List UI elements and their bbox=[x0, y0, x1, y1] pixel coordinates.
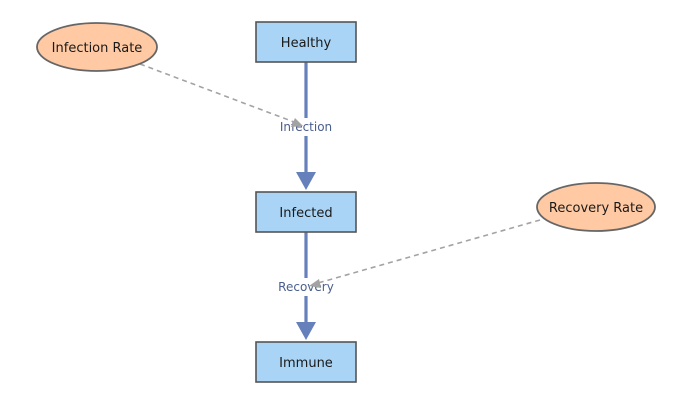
link-infection-rate-line bbox=[139, 63, 295, 123]
parameter-infection-rate-ellipse bbox=[36, 22, 158, 72]
stock-infected-box bbox=[255, 191, 357, 233]
stock-healthy[interactable]: Healthy bbox=[255, 21, 357, 63]
parameter-infection-rate[interactable]: Infection Rate bbox=[36, 22, 158, 72]
parameter-recovery-rate-label: Recovery Rate bbox=[549, 201, 643, 216]
link-recovery-rate-to-recovery[interactable] bbox=[309, 219, 541, 288]
flow-recovery-arrowhead bbox=[296, 322, 316, 340]
flow-infection-label[interactable]: Infection bbox=[280, 120, 332, 134]
link-infection-rate-arrowhead bbox=[291, 118, 303, 127]
stock-immune[interactable]: Immune bbox=[255, 341, 357, 383]
link-recovery-rate-line bbox=[317, 219, 541, 284]
parameter-recovery-rate[interactable]: Recovery Rate bbox=[536, 182, 656, 232]
link-recovery-rate-arrowhead bbox=[309, 279, 321, 288]
stock-immune-label: Immune bbox=[279, 356, 333, 371]
parameter-infection-rate-label: Infection Rate bbox=[52, 41, 143, 56]
link-infection-rate-to-infection[interactable] bbox=[139, 63, 303, 127]
parameter-recovery-rate-ellipse bbox=[536, 182, 656, 232]
flow-infection-label-bg bbox=[274, 118, 338, 136]
flow-infection-arrowhead bbox=[296, 172, 316, 190]
flow-recovery-label[interactable]: Recovery bbox=[278, 280, 334, 294]
stock-infected[interactable]: Infected bbox=[255, 191, 357, 233]
stock-healthy-label: Healthy bbox=[281, 36, 332, 51]
stock-healthy-box bbox=[255, 21, 357, 63]
stock-immune-box bbox=[255, 341, 357, 383]
stock-infected-label: Infected bbox=[279, 206, 332, 221]
